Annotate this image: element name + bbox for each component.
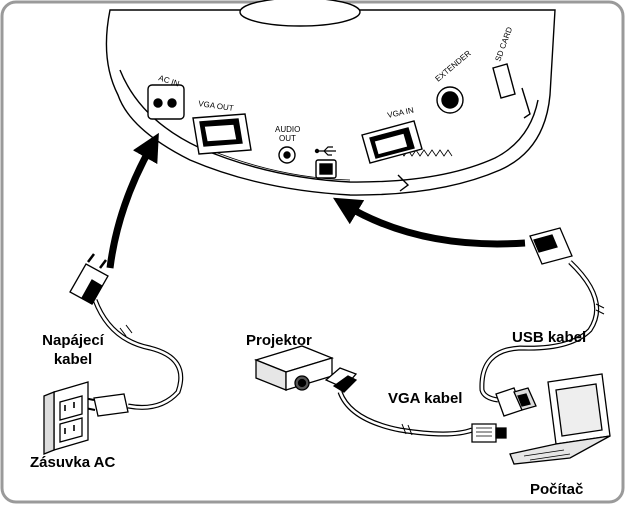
arrow-usb-to-port <box>332 197 526 248</box>
arrow-power-to-ac-in <box>106 132 159 269</box>
power-cable <box>92 299 184 410</box>
vga-connector-free-end <box>471 423 507 443</box>
vga-cable <box>337 391 473 437</box>
port-label-audio-out-2: OUT <box>279 134 296 143</box>
usb-symbol-icon <box>314 146 336 156</box>
vga-connector-projector-end <box>324 367 358 393</box>
projector-label: Projektor <box>246 332 312 349</box>
power-cable-label-line2: kabel <box>53 351 93 368</box>
usb-b-connector <box>529 227 573 265</box>
port-label-audio-out-1: AUDIO <box>275 125 300 134</box>
usb-cable-label: USB kabel <box>512 329 587 346</box>
projector-icon <box>254 345 334 391</box>
usb-cable <box>479 260 605 403</box>
vga-cable-label: VGA kabel <box>388 390 463 407</box>
laptop-computer-icon <box>509 373 611 465</box>
ac-outlet-label: Zásuvka AC <box>30 454 116 471</box>
computer-label: Počítač <box>530 481 584 498</box>
power-cable-label-line1: Napájecí <box>42 332 104 349</box>
ac-plug-icon <box>83 393 129 417</box>
power-plug-icon <box>69 253 109 305</box>
document-camera <box>105 0 556 196</box>
ac-outlet-icon <box>43 381 89 455</box>
usb-a-connector <box>495 387 537 417</box>
